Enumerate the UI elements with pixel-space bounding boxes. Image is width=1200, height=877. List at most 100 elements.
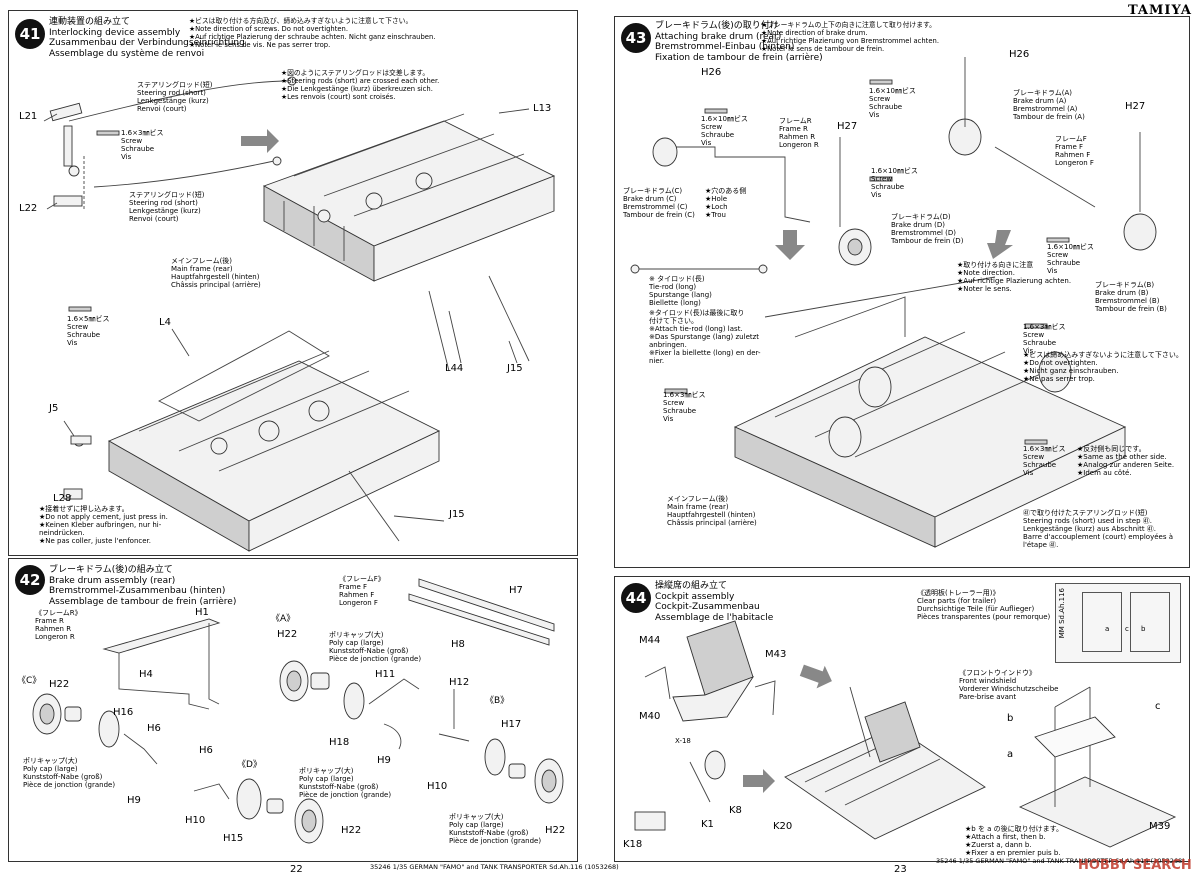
step-title: ブレーキドラム(後)の取り付け Attaching brake drum (re…: [655, 21, 823, 63]
sprue-label-c: c: [1125, 625, 1129, 633]
step-41-panel: 41 連動装置の組み立て Interlocking device assembl…: [8, 10, 578, 556]
step-42-panel: 42 ブレーキドラム(後)の組み立て Brake drum assembly (…: [8, 558, 578, 862]
screw-label: 1.6×10㎜ビス Screw Schraube Vis: [871, 167, 918, 199]
step-41-drawing: [43, 76, 556, 552]
part-label: H6: [199, 745, 213, 756]
part-label: H18: [329, 737, 350, 748]
screw-label: 1.6×10㎜ビス Screw Schraube Vis: [869, 87, 916, 119]
drum-b-label: ブレーキドラム(B) Brake drum (B) Bremstrommel (…: [1095, 281, 1167, 313]
step-title: 操縦席の組み立て Cockpit assembly Cockpit-Zusamm…: [655, 581, 774, 623]
step-title: 連動装置の組み立て Interlocking device assembly Z…: [49, 17, 245, 59]
drum-a-label: ブレーキドラム(A) Brake drum (A) Bremstrommel (…: [1013, 89, 1085, 121]
sprue-label-a: a: [1105, 625, 1110, 633]
part-label: H1: [195, 607, 209, 618]
part-label: H26: [701, 67, 722, 78]
part-label: H9: [127, 795, 141, 806]
part-label: H6: [147, 723, 161, 734]
frame-r-label: フレームR Frame R Rahmen R Longeron R: [779, 117, 819, 149]
part-label: H16: [113, 707, 134, 718]
part-label: K1: [701, 819, 714, 830]
part-label: H11: [375, 669, 396, 680]
steering-rod-label: ステアリングロッド(短) Steering rod (short) Lenkge…: [137, 81, 213, 113]
brand-logo: TAMIYA: [1127, 3, 1192, 18]
part-label: M44: [639, 635, 661, 646]
hole-note: ★穴のある側 ★Hole ★Loch ★Trou: [705, 187, 747, 219]
part-label: M39: [1149, 821, 1171, 832]
part-label: H27: [837, 121, 858, 132]
part-label: L22: [19, 203, 38, 214]
part-label: K8: [729, 805, 742, 816]
step-44-drawing: [634, 620, 1177, 848]
crossed-rods-note: ★図のようにステアリングロッドは交差します。 ★Steering rods (s…: [281, 69, 440, 101]
step-number: 43: [621, 23, 651, 53]
steering-rod-label: ステアリングロッド(短) Steering rod (short) Lenkge…: [129, 191, 205, 223]
page-number-right: 23: [894, 864, 907, 875]
drum-d-label: ブレーキドラム(D) Brake drum (D) Bremstrommel (…: [891, 213, 964, 245]
part-label: M43: [765, 649, 787, 660]
main-frame-label: メインフレーム(後) Main frame (rear) Hauptfahrge…: [171, 257, 261, 289]
part-label: M40: [639, 711, 661, 722]
screw-label: 1.6×3㎜ビス Screw Schraube Vis: [663, 391, 706, 423]
part-label: H22: [545, 825, 566, 836]
step-number: 44: [621, 583, 651, 613]
poly-cap-label: ポリキャップ(大) Poly cap (large) Kunststoff-Na…: [299, 767, 392, 799]
footer-left: 35246 1/35 GERMAN "FAMO" and TANK TRANSP…: [370, 863, 619, 871]
poly-cap-label: ポリキャップ(大) Poly cap (large) Kunststoff-Na…: [449, 813, 542, 845]
poly-cap-label: ポリキャップ(大) Poly cap (large) Kunststoff-Na…: [329, 631, 422, 663]
part-label: H15: [223, 833, 244, 844]
windshield-label: 《フロントウインドウ》 Front windshield Vorderer Wi…: [959, 669, 1059, 701]
rod-used-note: ㊶で取り付けたステアリングロッド(短) Steering rods (short…: [1023, 509, 1173, 549]
part-label: L28: [53, 493, 72, 504]
part-label: K20: [773, 821, 793, 832]
brake-drum-note: ★ブレーキドラムの上下の向きに注意して取り付けます。 ★Note directi…: [761, 21, 939, 53]
part-label: H9: [377, 755, 391, 766]
direction-note: ★取り付ける向きに注意 ★Note direction. ★Auf richti…: [957, 261, 1072, 293]
part-label: X-18: [675, 737, 691, 745]
part-label: H4: [139, 669, 153, 680]
screw-label: 1.6×10㎜ビス Screw Schraube Vis: [1047, 243, 1094, 275]
part-label: L21: [19, 111, 38, 122]
part-label: J5: [49, 403, 59, 414]
cement-note: ★接着せずに押し込みます。 ★Do not apply cement, just…: [39, 505, 168, 545]
other-side-note: ★反対側も同じです。 ★Same as the other side. ★Ana…: [1077, 445, 1175, 477]
part-label: L13: [533, 103, 552, 114]
tie-rod-label: ※ タイロッド(長) Tie-rod (long) Spurstange (la…: [649, 275, 712, 307]
main-frame-label: メインフレーム(後) Main frame (rear) Hauptfahrge…: [667, 495, 757, 527]
step-title: ブレーキドラム(後)の組み立て Brake drum assembly (rea…: [49, 565, 237, 607]
part-label: H22: [277, 629, 298, 640]
part-label: H17: [501, 719, 522, 730]
footer-right: 35246 1/35 GERMAN "FAMO" and TANK TRANSP…: [936, 857, 1185, 865]
frame-r-label: 《フレームR》 Frame R Rahmen R Longeron R: [35, 609, 82, 641]
drum-c-label: ブレーキドラム(C) Brake drum (C) Bremstrommel (…: [623, 187, 695, 219]
part-label: H12: [449, 677, 470, 688]
part-label: H10: [185, 815, 206, 826]
screw-label: 1.6×3㎜ビス Screw Schraube Vis: [121, 129, 164, 161]
sprue-label-b: b: [1141, 625, 1146, 633]
part-label: b: [1007, 713, 1014, 724]
screw-direction-note: ★ビスは取り付ける方向及び、締め込みすぎないように注意して下さい。 ★Note …: [189, 17, 436, 49]
overtighten-note: ★ビスは締め込みすぎないように注意して下さい。 ★Do not overtigh…: [1023, 351, 1183, 383]
part-label: J15: [449, 509, 465, 520]
step-number: 41: [15, 19, 45, 49]
part-label: H22: [49, 679, 70, 690]
attach-order-note: ★b を a の後に取り付けます。 ★Attach a first, then …: [965, 825, 1063, 857]
assembly-mark-c: 《C》: [17, 676, 42, 686]
clear-parts-label: 《透明板(トレーラー用)》 Clear parts (for trailer) …: [917, 589, 1051, 621]
screw-label: 1.6×10㎜ビス Screw Schraube Vis: [701, 115, 748, 147]
screw-label: 1.6×5㎜ビス Screw Schraube Vis: [67, 315, 110, 347]
part-label: a: [1007, 749, 1014, 760]
sprue-part-a: [1082, 592, 1122, 652]
part-label: K18: [623, 839, 643, 850]
assembly-mark-b: 《B》: [485, 696, 510, 706]
step-44-panel: 44 操縦席の組み立て Cockpit assembly Cockpit-Zus…: [614, 576, 1190, 862]
screw-label: 1.6×3㎜ビス Screw Schraube Vis: [1023, 445, 1066, 477]
assembly-mark-a: 《A》: [271, 614, 296, 624]
part-label: H26: [1009, 49, 1030, 60]
part-label: H27: [1125, 101, 1146, 112]
assembly-mark-d: 《D》: [237, 760, 262, 770]
tie-rod-note: ※タイロッド(長)は最後に取り 付けて下さい。 ※Attach tie-rod …: [649, 309, 761, 365]
poly-cap-label: ポリキャップ(大) Poly cap (large) Kunststoff-Na…: [23, 757, 116, 789]
part-label: H7: [509, 585, 523, 596]
step-43-panel: 43 ブレーキドラム(後)の取り付け Attaching brake drum …: [614, 16, 1190, 568]
frame-f-label: フレームF Frame F Rahmen F Longeron F: [1055, 135, 1094, 167]
